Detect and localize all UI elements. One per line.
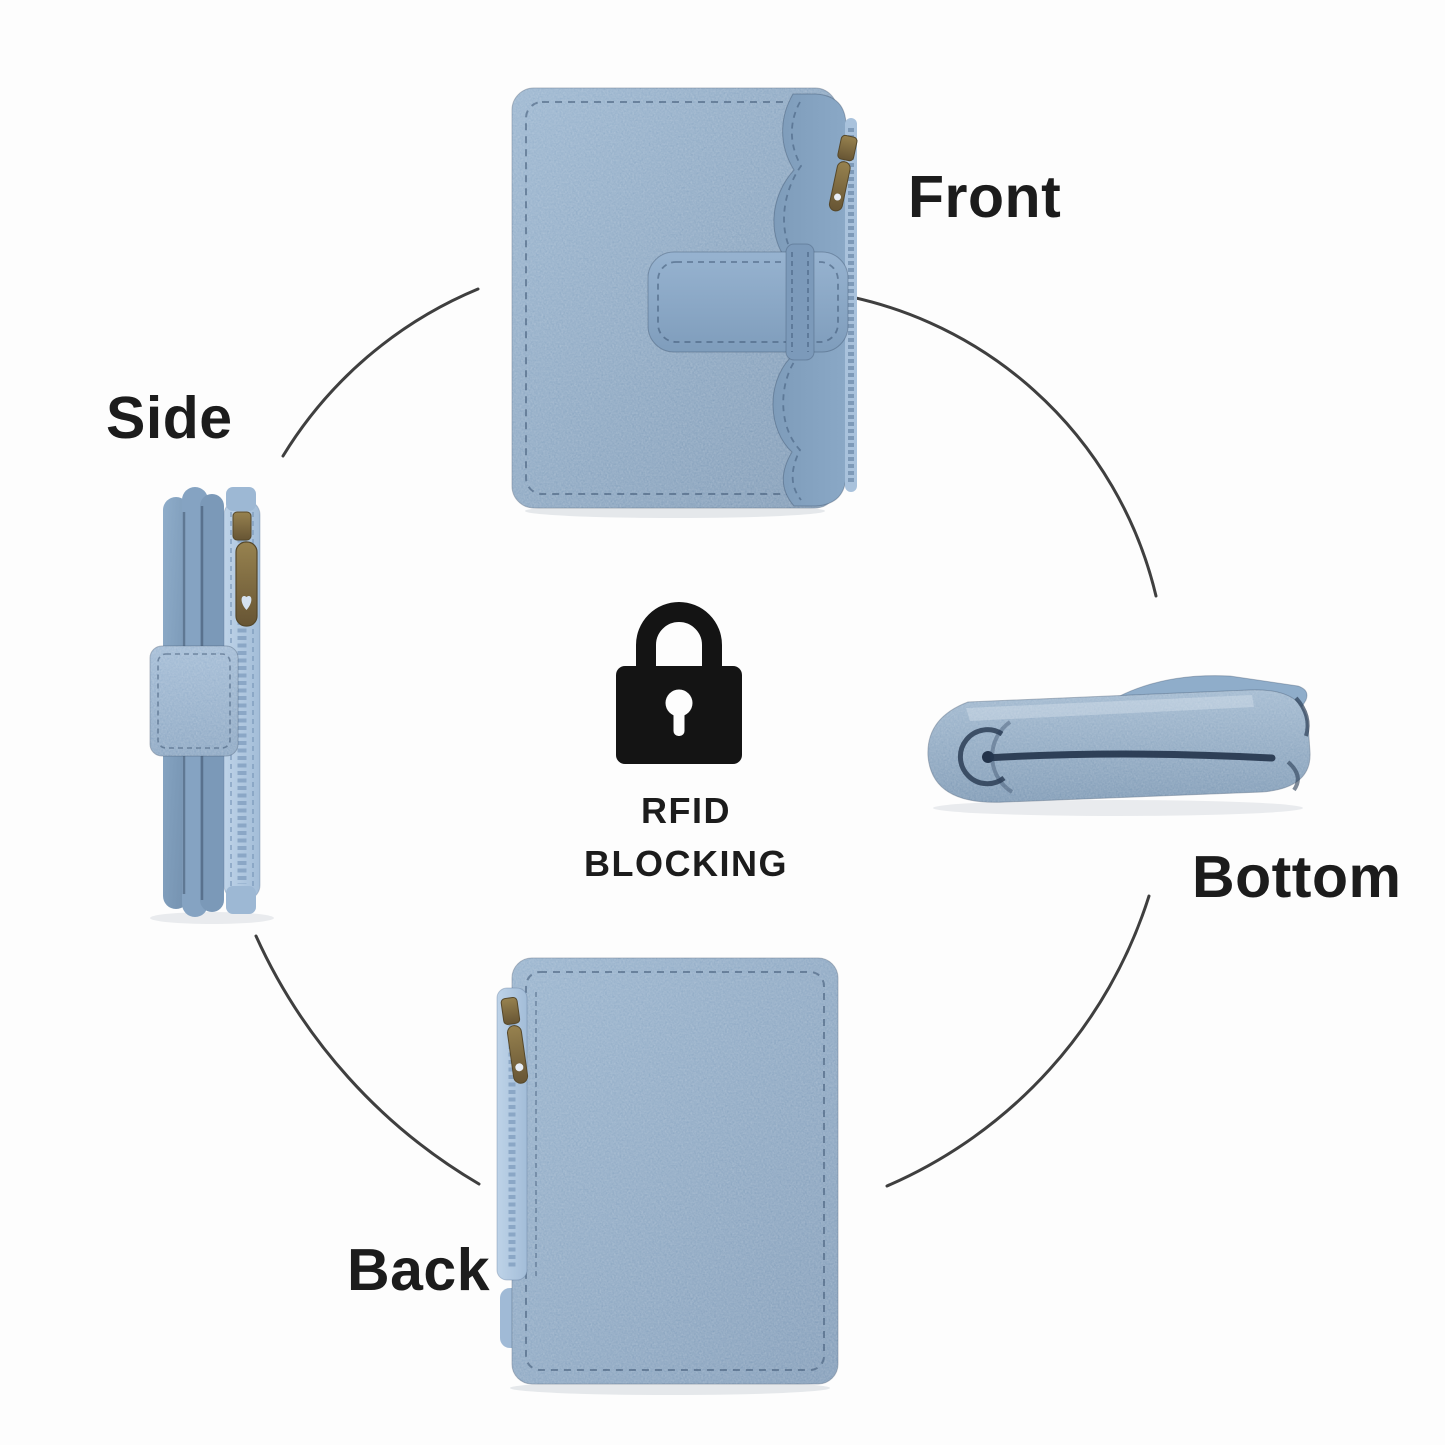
side-zipper-pull-heart-hole [241,596,252,610]
back-body-texture [512,958,838,1384]
arc-bottom-right [885,894,1151,1188]
bottom-body-texture [927,689,1311,803]
front-strap-stitching [657,261,839,343]
padlock-icon [636,602,722,670]
side-zipper-pull-icon [232,511,258,627]
back-shadow [510,1381,830,1395]
side-strap-texture [150,646,238,756]
arc-top-right [814,289,1158,598]
bottom-top-highlight [966,695,1254,721]
side-zipper-slider [232,511,252,541]
label-back-view: Back [347,1237,490,1303]
side-shadow [150,912,274,924]
side-zipper-bottom-tab [226,886,256,914]
rfid-badge-line1: RFID [641,790,731,831]
bottom-fold-slit [982,750,1276,762]
wallet-side-view-photo [149,487,274,924]
label-front-view: Front [908,164,1061,230]
front-strap [647,251,849,353]
circle-arcs [254,287,1158,1188]
bottom-shadow [933,800,1303,816]
arc-top-left [281,287,480,458]
front-zipper-pull-icon [828,134,858,212]
back-zipper-slider [500,997,521,1025]
back-zipper-pull-hole [515,1063,524,1072]
label-side-view: Side [106,385,233,451]
bottom-left-outer-curl [990,720,1014,794]
front-zipper-pull-hole [834,193,842,201]
bottom-right-layer-notch-2 [1286,760,1300,792]
wallet-bottom-view-photo [927,675,1311,816]
padlock-keyhole-stem [673,708,685,736]
side-zipper-pull-plate [235,541,258,627]
back-zipper-pull-icon [500,997,529,1084]
bottom-left-curl-core [982,751,994,763]
arc-bottom-left [254,934,481,1186]
wallet-front-view-photo [511,87,858,518]
rfid-badge-line2: BLOCKING [584,843,788,884]
label-bottom-view: Bottom [1192,844,1401,910]
side-strap-stitching [157,653,231,749]
padlock-keyhole-circle [665,689,693,717]
wallet-back-view-photo [496,957,839,1395]
front-strap-keeper [785,243,815,361]
bottom-left-curl [957,727,1006,787]
side-zipper-top-tab [226,487,256,511]
bottom-right-layer-notch-1 [1294,696,1310,737]
rfid-badge: RFID BLOCKING [584,602,788,884]
front-zipper-slider [837,134,858,162]
